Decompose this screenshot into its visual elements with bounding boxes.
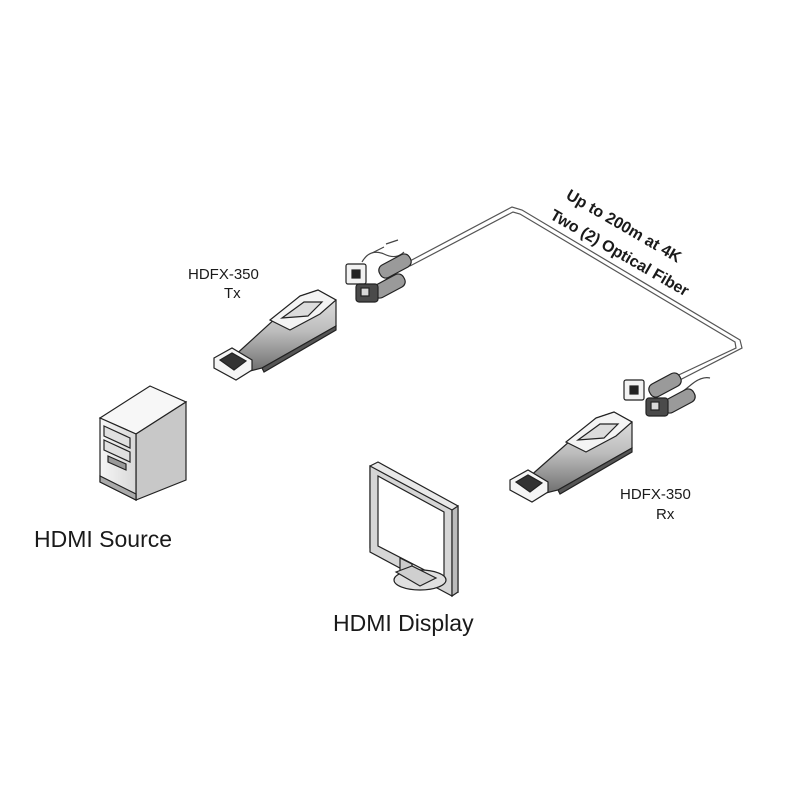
tx-role-label: Tx xyxy=(224,285,241,302)
tx-model-label: HDFX-350 xyxy=(188,266,259,283)
display-label: HDMI Display xyxy=(333,610,474,636)
tx-fiber-connectors xyxy=(345,239,412,303)
rx-receiver-unit xyxy=(509,411,634,503)
source-label: HDMI Source xyxy=(34,526,173,552)
fiber-cable xyxy=(407,206,743,385)
tx-transmitter-unit xyxy=(213,289,338,381)
rx-model-label: HDFX-350 xyxy=(620,486,691,503)
monitor-icon xyxy=(369,461,459,598)
rx-fiber-connectors xyxy=(623,372,711,417)
computer-tower-icon xyxy=(98,385,188,501)
rx-role-label: Rx xyxy=(656,506,675,523)
